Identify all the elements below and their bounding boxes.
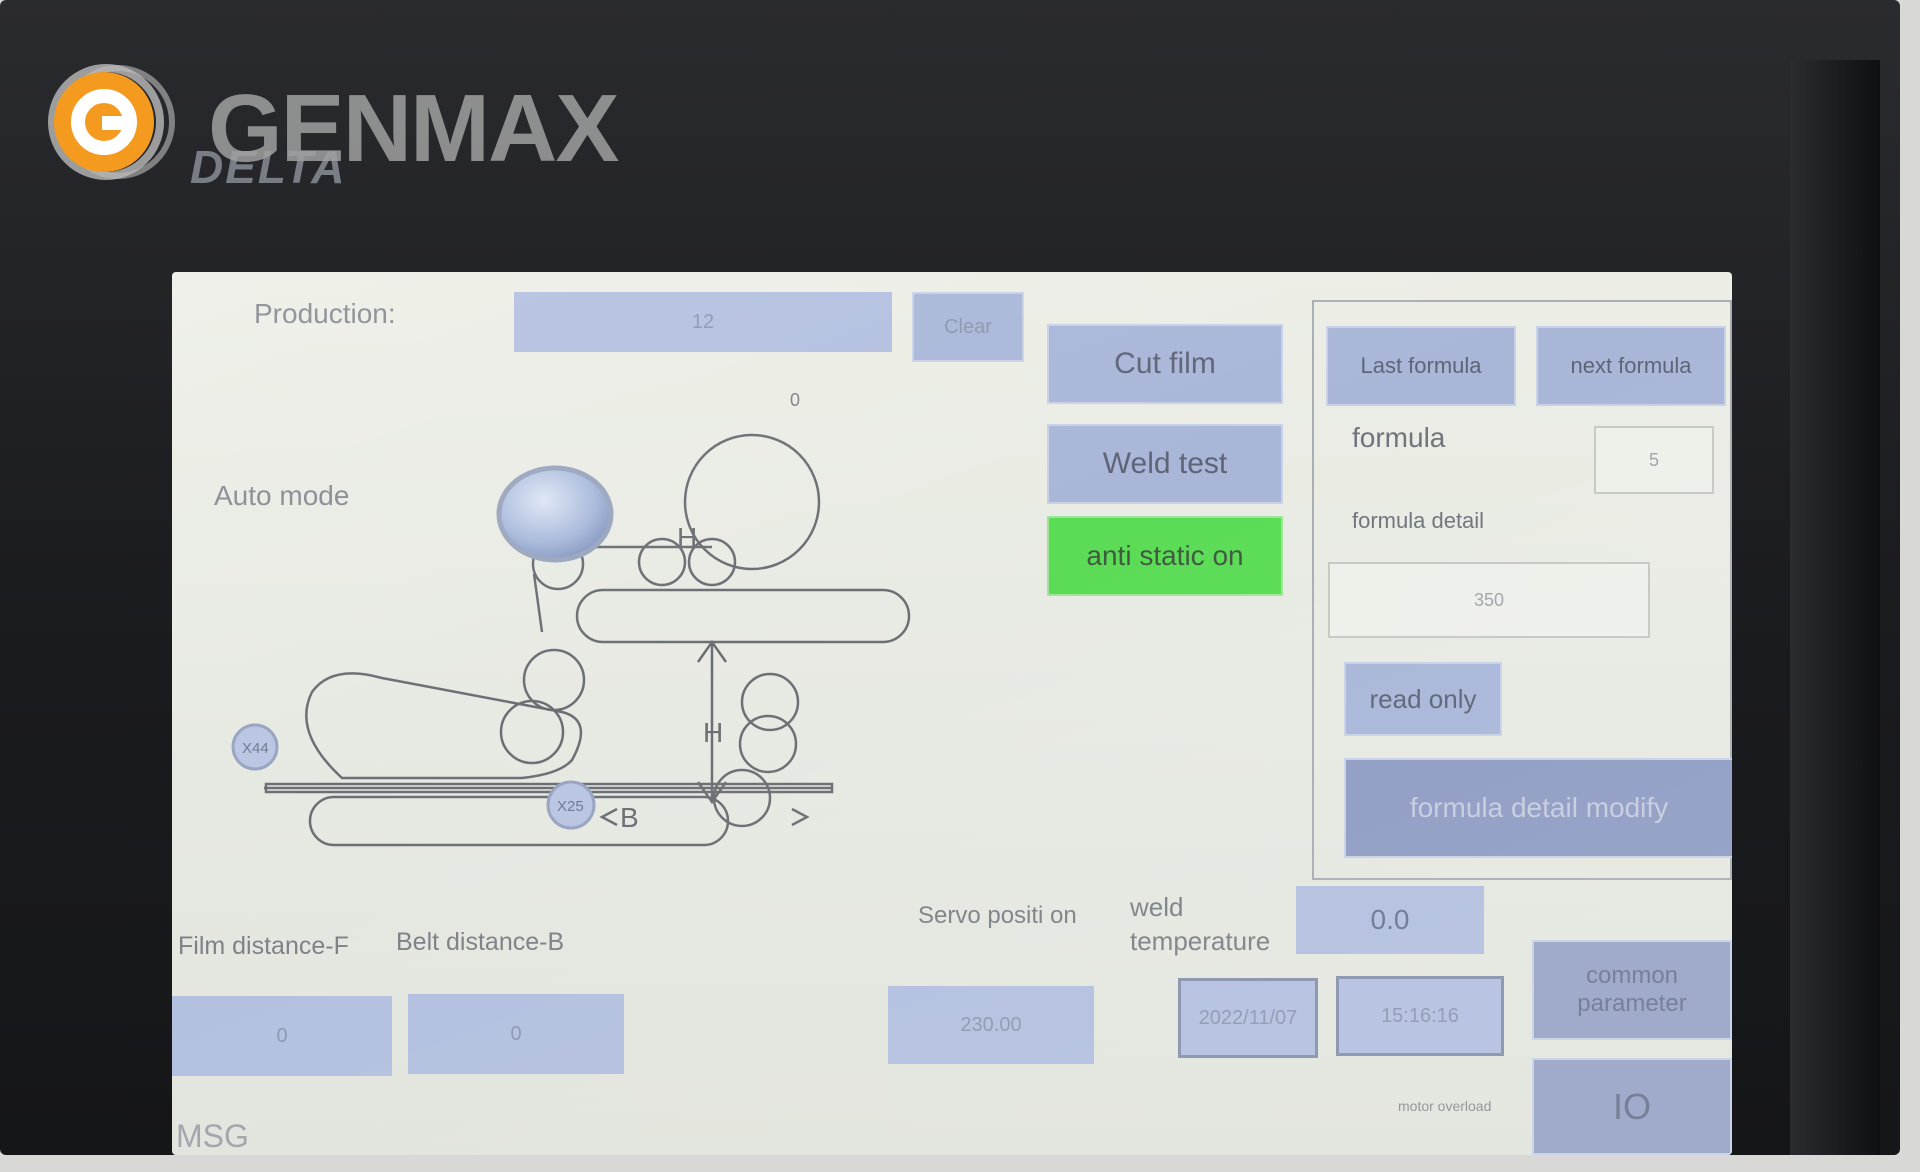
servo-position-label: Servo positi on: [918, 902, 1077, 929]
sensor-x25-indicator: [546, 780, 596, 830]
dim-b: B: [620, 802, 639, 833]
genmax-logo-icon: [48, 64, 175, 180]
next-formula-button[interactable]: next formula: [1536, 326, 1726, 406]
dim-h-mid: H: [703, 717, 723, 748]
cut-film-button[interactable]: Cut film: [1047, 324, 1283, 404]
time-display: 15:16:16: [1336, 976, 1504, 1056]
counter-readout: 0: [790, 390, 801, 410]
auto-mode-label: Auto mode: [214, 480, 350, 511]
anti-static-button[interactable]: anti static on: [1047, 516, 1283, 596]
auto-mode-lamp[interactable]: [496, 465, 614, 563]
production-label: Production:: [254, 298, 396, 329]
weld-temperature-field: 0.0: [1296, 886, 1484, 954]
alarm-message: motor overload: [1398, 1098, 1492, 1114]
clear-button[interactable]: Clear: [912, 292, 1024, 362]
sensor-x25-label: X25: [557, 798, 584, 815]
film-distance-field[interactable]: 0: [172, 996, 392, 1076]
io-button[interactable]: IO: [1532, 1058, 1732, 1155]
genmax-watermark: GENMAX: [46, 62, 626, 182]
formula-number-field[interactable]: 5: [1594, 426, 1714, 494]
hmi-screen: Production: 12 Clear 0 Auto mode: [172, 272, 1732, 1155]
weld-temperature-label: weld temperature: [1130, 892, 1271, 956]
machine-diagram: H H B X44 X25: [231, 433, 911, 847]
common-parameter-button[interactable]: common parameter: [1532, 940, 1732, 1040]
sensor-x44-label: X44: [242, 740, 269, 757]
formula-label: formula: [1352, 422, 1446, 453]
film-distance-label: Film distance-F: [178, 932, 349, 960]
genmax-wordmark: GENMAX: [208, 75, 619, 182]
last-formula-button[interactable]: Last formula: [1326, 326, 1516, 406]
weld-test-button[interactable]: Weld test: [1047, 424, 1283, 504]
dim-h-top: H: [677, 522, 697, 553]
bezel-side: [1790, 60, 1880, 1155]
formula-detail-label: formula detail: [1352, 508, 1485, 533]
formula-panel: Last formula next formula formula 5 form…: [1312, 300, 1732, 880]
formula-detail-field[interactable]: 350: [1328, 562, 1650, 638]
delta-logo: DELTA: [190, 141, 347, 193]
read-only-button[interactable]: read only: [1344, 662, 1502, 736]
sensor-x44-indicator: [231, 723, 279, 771]
formula-detail-modify-button[interactable]: formula detail modify: [1344, 758, 1732, 858]
msg-label: MSG: [176, 1118, 249, 1154]
servo-position-field: 230.00: [888, 986, 1094, 1064]
date-display: 2022/11/07: [1178, 978, 1318, 1058]
belt-distance-field[interactable]: 0: [408, 994, 624, 1074]
production-counter: 12: [514, 292, 892, 352]
belt-distance-label: Belt distance-B: [396, 928, 565, 956]
